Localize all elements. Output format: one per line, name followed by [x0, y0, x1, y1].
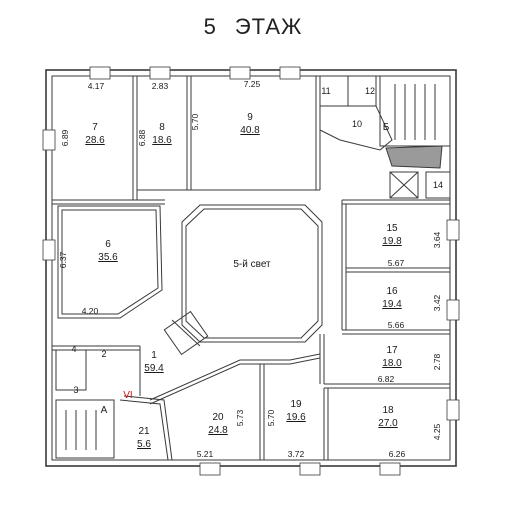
- room-11-number: 11: [321, 86, 330, 96]
- room-16-number: 16: [386, 286, 398, 297]
- dim-7-25: 7.25: [244, 79, 261, 89]
- room-10-outline: [319, 105, 393, 151]
- room-7-area: 28.6: [85, 135, 105, 146]
- dim-2-78: 2.78: [432, 353, 442, 370]
- outer-wall-outer: [45, 69, 457, 467]
- dim-6-82: 6.82: [378, 374, 395, 384]
- dim-3-42: 3.42: [432, 294, 442, 311]
- room-9-number: 9: [247, 112, 253, 123]
- dim-4-20: 4.20: [82, 306, 99, 316]
- room-19-number: 19: [290, 399, 302, 410]
- room-9-area: 40.8: [240, 125, 260, 136]
- room-1-number: 1: [151, 350, 157, 361]
- room-6-outline: [57, 205, 163, 319]
- room-2-number: 2: [101, 349, 106, 359]
- room-16-area: 19.4: [382, 299, 402, 310]
- room-1-area: 59.4: [144, 363, 164, 374]
- floor-word: ЭТАЖ: [234, 14, 303, 39]
- room-4-number: 4: [71, 344, 76, 354]
- wall-1-lower: [149, 353, 321, 401]
- room-12-number: 12: [365, 86, 375, 96]
- room-6-area: 35.6: [98, 252, 118, 263]
- dim-5-66: 5.66: [388, 320, 405, 330]
- dim-3-64: 3.64: [432, 231, 442, 248]
- dim-6-26: 6.26: [389, 449, 406, 459]
- dim-5-73: 5.73: [235, 409, 245, 426]
- room-6-number: 6: [105, 239, 111, 250]
- room-17-number: 17: [386, 345, 398, 356]
- room-8-number: 8: [159, 122, 165, 133]
- elevator-shaft: [389, 171, 419, 199]
- atrium-outer: [181, 204, 323, 343]
- room-15-number: 15: [386, 223, 398, 234]
- dim-4-25: 4.25: [432, 423, 442, 440]
- room-21-area: 5.6: [137, 439, 151, 450]
- page-title: 5 ЭТАЖ: [0, 14, 506, 40]
- dim-2-83: 2.83: [152, 81, 169, 91]
- floor-number: 5: [203, 14, 217, 39]
- room-15-area: 19.8: [382, 236, 402, 247]
- room-21-number: 21: [138, 426, 150, 437]
- dim-5-70-top: 5.70: [190, 113, 200, 130]
- dim-5-21: 5.21: [197, 449, 214, 459]
- stair-b-label: Б: [383, 122, 390, 133]
- central-lift: [163, 310, 209, 356]
- room-8-area: 18.6: [152, 135, 172, 146]
- wc-block-left: [55, 349, 87, 391]
- room-14-outline: [425, 171, 451, 199]
- room-14-number: 14: [433, 180, 443, 190]
- stair-b: [379, 75, 451, 147]
- room-19-area: 19.6: [286, 412, 306, 423]
- atrium-label: 5-й свет: [233, 259, 271, 270]
- stair-b-landing: [385, 145, 443, 169]
- stair-vi-label: VI: [123, 390, 132, 401]
- room-7-number: 7: [92, 122, 98, 133]
- dim-6-88: 6.88: [137, 129, 147, 146]
- stair-a-label: А: [101, 405, 108, 416]
- room-10-number: 10: [352, 119, 362, 129]
- dim-4-17: 4.17: [88, 81, 105, 91]
- atrium-inner: [185, 208, 319, 339]
- room-20-area: 24.8: [208, 425, 228, 436]
- room-18-number: 18: [382, 405, 394, 416]
- dim-6-89: 6.89: [60, 129, 70, 146]
- room-20-number: 20: [212, 412, 224, 423]
- wall-21: [119, 399, 169, 461]
- dim-3-72: 3.72: [288, 449, 305, 459]
- stair-a: [55, 399, 115, 459]
- dim-6-37: 6.37: [58, 251, 68, 268]
- room-17-area: 18.0: [382, 358, 402, 369]
- dim-5-67: 5.67: [388, 258, 405, 268]
- dim-5-70-bottom: 5.70: [266, 409, 276, 426]
- room-3-number: 3: [73, 385, 78, 395]
- room-18-area: 27.0: [378, 418, 398, 429]
